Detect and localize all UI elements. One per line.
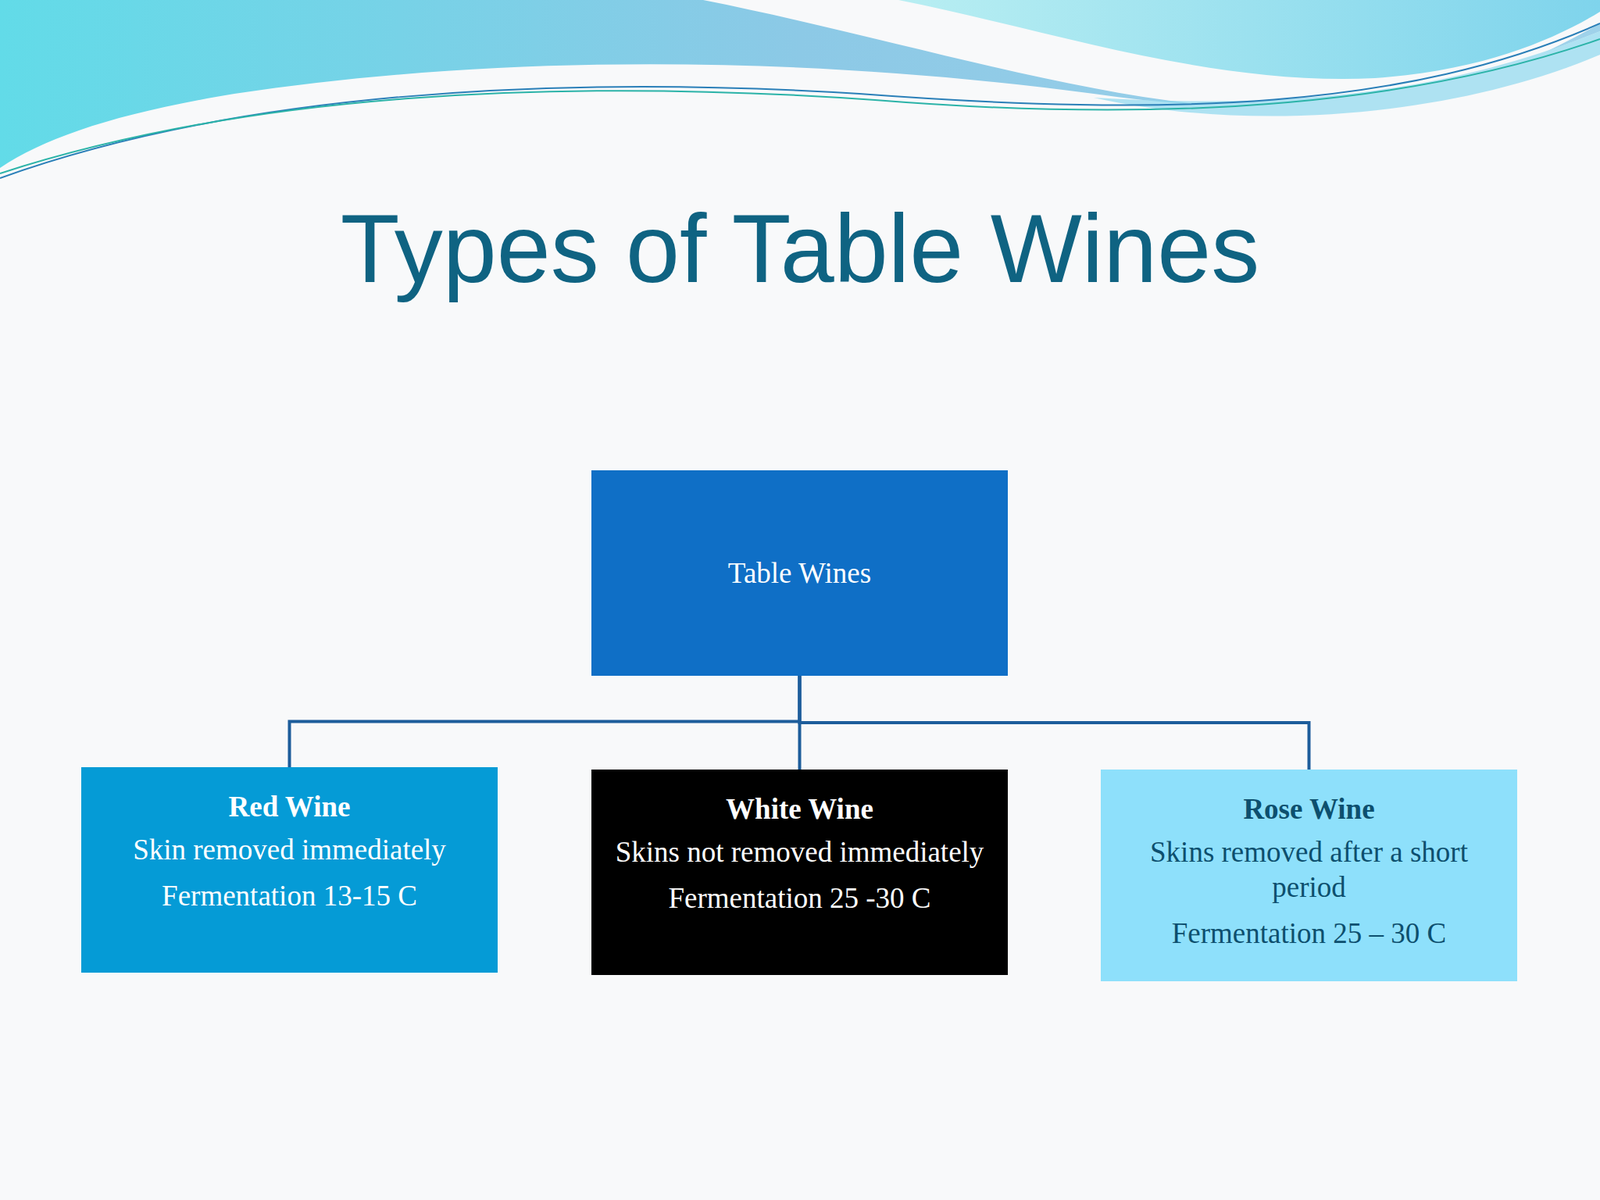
box-text: Skin removed immediately (132, 832, 447, 868)
slide-title: Types of Table Wines (0, 195, 1600, 302)
header-wave (0, 0, 1600, 204)
category-box: White WineSkins not removed immediatelyF… (591, 769, 1008, 975)
tree-connector (800, 675, 1310, 770)
category-box: Red WineSkin removed immediatelyFermenta… (81, 767, 498, 973)
box-text: Skins not removed immediately (615, 834, 985, 870)
box-text: Skins removed after a short period (1117, 834, 1500, 905)
box-heading: White Wine (725, 791, 874, 827)
box-heading: Red Wine (228, 789, 351, 825)
tree-connector (289, 675, 800, 768)
box-text: Fermentation 13-15 C (161, 878, 418, 914)
box-heading: Table Wines (728, 555, 872, 591)
box-text: Fermentation 25 -30 C (667, 880, 931, 916)
box-text: Fermentation 25 – 30 C (1171, 915, 1447, 951)
root-box: Table Wines (591, 470, 1008, 676)
category-box: Rose WineSkins removed after a short per… (1100, 769, 1518, 982)
box-heading: Rose Wine (1242, 791, 1375, 827)
